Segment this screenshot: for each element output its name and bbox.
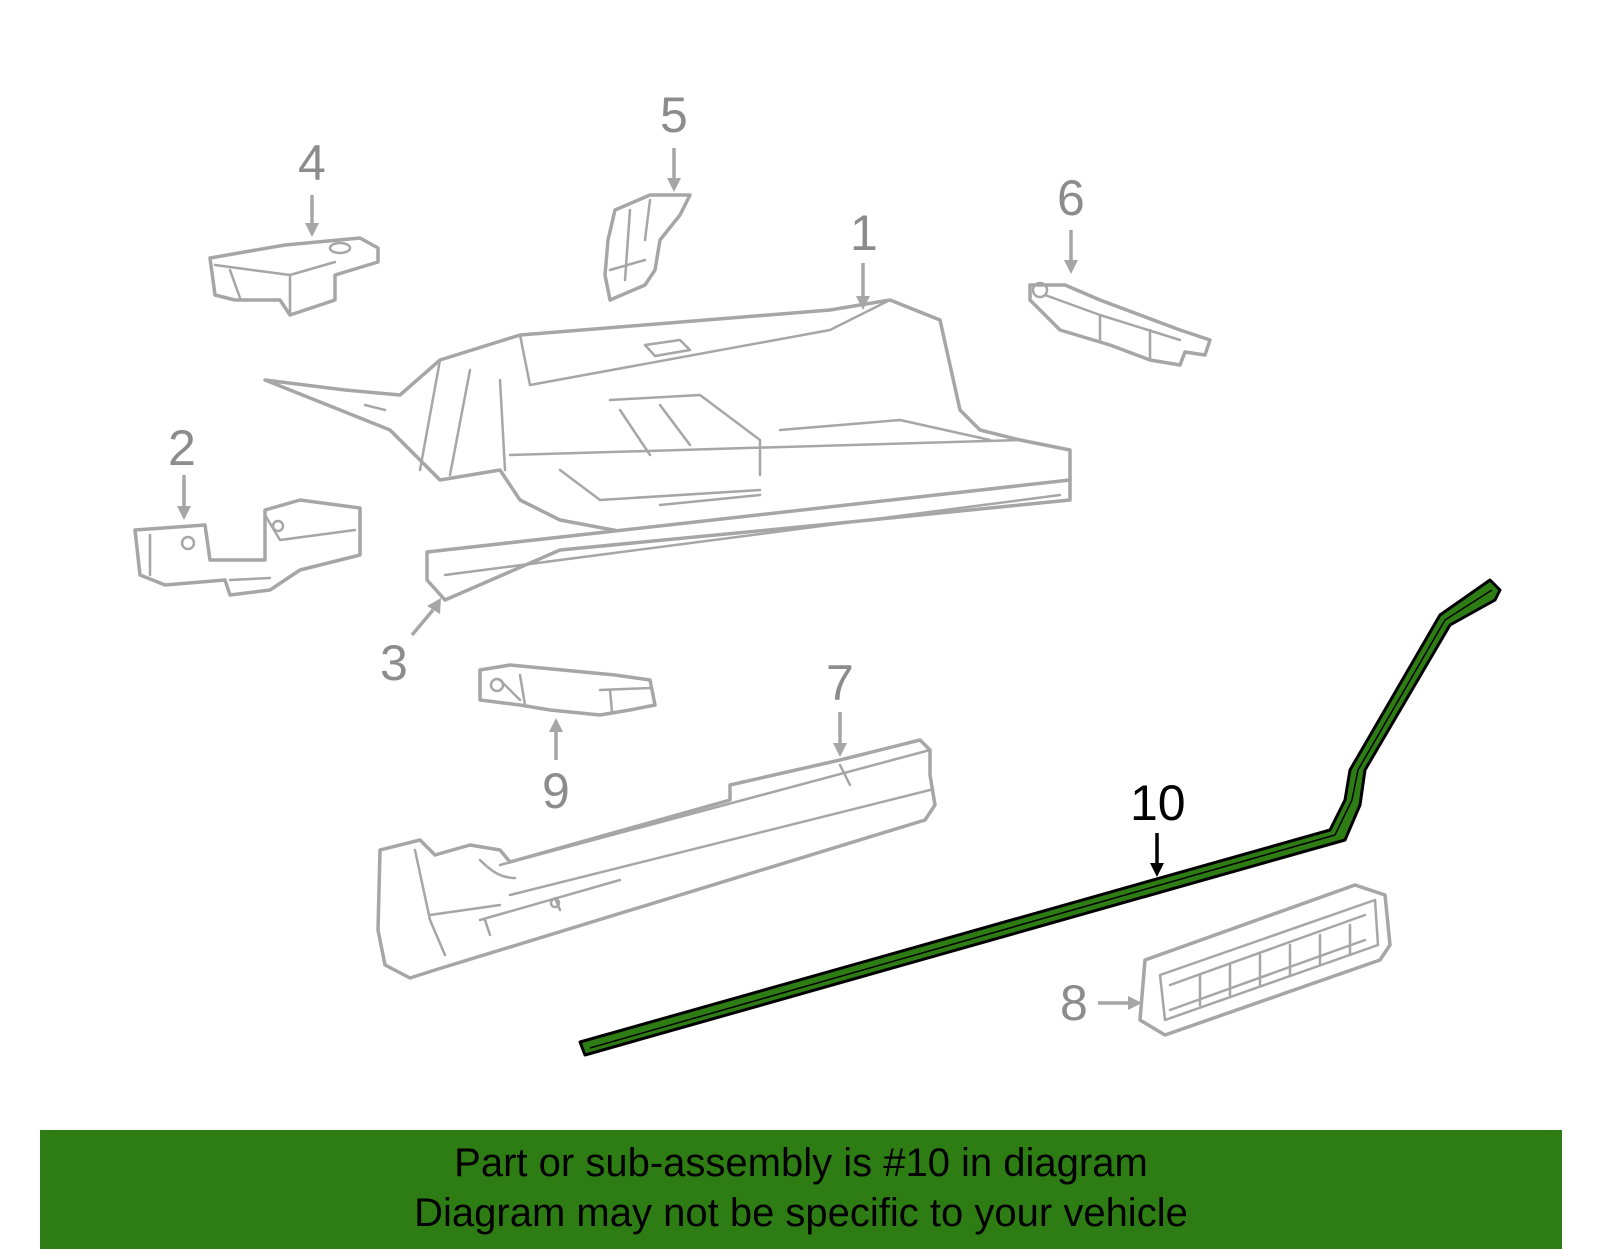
part-6-bracket[interactable]: [1028, 281, 1212, 367]
parts-diagram: 1 2 3 4 5 6 7 8 9 10: [133, 87, 1502, 1057]
svg-text:8: 8: [1060, 975, 1088, 1031]
part-1-floor-pan[interactable]: [263, 298, 1072, 602]
svg-text:10: 10: [1130, 775, 1186, 831]
part-8-vent-grille[interactable]: [1138, 883, 1392, 1037]
svg-text:1: 1: [850, 205, 878, 261]
svg-text:9: 9: [542, 763, 570, 819]
callout-6: 6: [1057, 170, 1085, 274]
callout-9: 9: [542, 718, 570, 819]
svg-text:6: 6: [1057, 170, 1085, 226]
callout-2: 2: [168, 420, 196, 520]
part-5-bracket[interactable]: [603, 193, 692, 302]
svg-text:5: 5: [660, 87, 688, 143]
caption-line-1: Part or sub-assembly is #10 in diagram: [454, 1141, 1148, 1185]
part-9-bracket[interactable]: [478, 663, 657, 717]
caption-banner: Part or sub-assembly is #10 in diagram D…: [40, 1130, 1562, 1249]
callout-10-highlighted: 10: [1130, 775, 1186, 877]
callout-4: 4: [298, 135, 326, 237]
svg-text:7: 7: [826, 655, 854, 711]
callout-3: 3: [380, 598, 441, 691]
svg-text:2: 2: [168, 420, 196, 476]
svg-text:4: 4: [298, 135, 326, 191]
caption-line-2: Diagram may not be specific to your vehi…: [414, 1191, 1188, 1235]
callout-5: 5: [660, 87, 688, 192]
callout-8: 8: [1060, 975, 1142, 1031]
part-7-rocker-panel[interactable]: [376, 738, 937, 980]
svg-text:3: 3: [380, 635, 408, 691]
part-2-bracket[interactable]: [133, 498, 362, 597]
callout-1: 1: [850, 205, 878, 310]
part-10-weatherstrip-highlighted[interactable]: [578, 578, 1502, 1057]
callout-7: 7: [826, 655, 854, 757]
part-4-bracket[interactable]: [208, 236, 380, 317]
